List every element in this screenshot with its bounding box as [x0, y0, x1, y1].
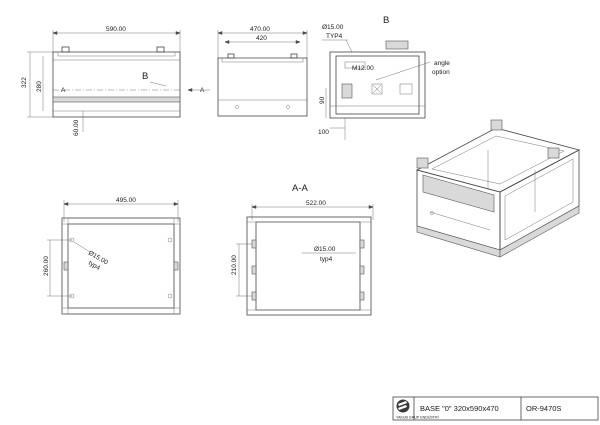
- section-marker-left: A: [61, 87, 66, 94]
- detail-b-hole-dim: Ø15.00: [322, 24, 344, 31]
- bottom-view: 495.00 Ø15.00 typ4 260.00: [43, 197, 181, 315]
- isometric-view: [415, 119, 581, 258]
- part-name: BASE "0" 320x590x470: [420, 404, 499, 413]
- view-marker-b: B: [142, 71, 148, 82]
- section-width-dim: 522.00: [306, 200, 326, 207]
- detail-b-view: B Ø15.00 TYP4 M12.00 angle option 90 100: [318, 15, 450, 140]
- detail-b-hole-count: TYP4: [326, 33, 343, 40]
- side-view: 470.00 420: [217, 26, 308, 117]
- section-hole-dim: Ø15.00: [314, 246, 336, 253]
- company-name: YAKUB GRUP ENDÜSTRİ: [396, 415, 439, 420]
- front-base-dim: 60.00: [73, 119, 80, 136]
- front-width-dim: 590.00: [106, 26, 126, 33]
- detail-b-title: B: [383, 15, 389, 26]
- side-outer-width-dim: 470.00: [250, 26, 270, 33]
- title-block: YAKUB GRUP ENDÜSTRİ BASE "0" 320x590x470…: [392, 396, 599, 421]
- bottom-height-dim: 260.00: [43, 256, 50, 276]
- company-logo-icon: [396, 399, 410, 413]
- side-inner-width-dim: 420: [256, 35, 267, 42]
- section-marker-right: A: [200, 87, 205, 94]
- front-view: 590.00 A A B 322 280 60.00: [21, 26, 210, 136]
- detail-b-side-dim: 90: [319, 96, 326, 104]
- section-aa-view: A-A 522.00 Ø15.00 typ4 210.00: [231, 183, 374, 316]
- detail-b-bottom-dim: 100: [318, 129, 329, 136]
- part-number: OR-9470S: [526, 404, 561, 413]
- bottom-width-dim: 495.00: [116, 197, 136, 204]
- section-aa-title: A-A: [292, 183, 309, 194]
- detail-b-angle-label: angle: [434, 60, 450, 67]
- front-height-dim: 322: [21, 77, 28, 88]
- detail-b-thread: M12.00: [352, 65, 374, 72]
- section-height-dim: 210.00: [231, 255, 238, 275]
- front-inner-height-dim: 280: [36, 81, 43, 92]
- detail-b-option-label: option: [432, 69, 450, 76]
- section-hole-count: typ4: [320, 256, 333, 263]
